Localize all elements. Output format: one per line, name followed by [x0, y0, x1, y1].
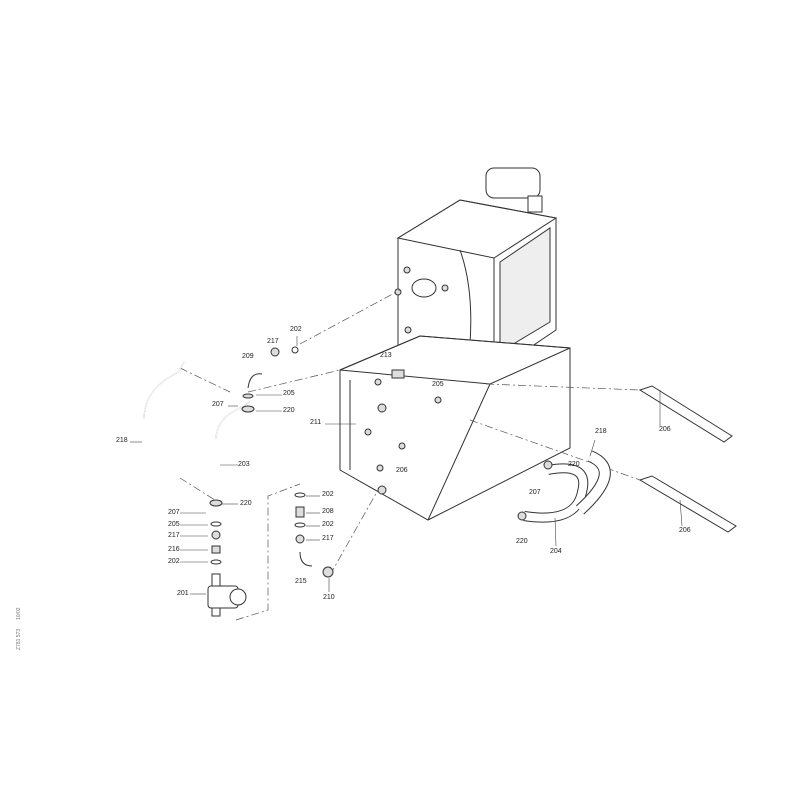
hose-218 [143, 361, 185, 475]
part-label-202: 202 [290, 326, 302, 333]
pump-201 [207, 573, 247, 617]
part-label-206: 206 [659, 426, 671, 433]
part-label-211: 211 [310, 419, 322, 426]
part-label-218: 218 [595, 428, 607, 435]
part-label-205: 205 [283, 390, 295, 397]
part-label-202: 202 [168, 558, 180, 565]
part-label-220: 220 [240, 500, 252, 507]
part-label-203: 203 [238, 461, 250, 468]
part-label-217: 217 [267, 338, 279, 345]
drawing-date: 10/02 [16, 607, 22, 620]
leader-lines [130, 336, 683, 595]
motor-unit [485, 167, 543, 213]
part-label-202: 202 [322, 521, 334, 528]
mounting-rails [638, 385, 737, 533]
part-label-220: 220 [516, 538, 528, 545]
part-label-217: 217 [322, 535, 334, 542]
part-label-208: 208 [322, 508, 334, 515]
part-label-215: 215 [295, 578, 307, 585]
part-label-206: 206 [396, 467, 408, 474]
part-label-207: 207 [529, 489, 541, 496]
part-label-217: 217 [168, 532, 180, 539]
part-label-206: 206 [679, 527, 691, 534]
part-label-209: 209 [242, 353, 254, 360]
pipe-203 [215, 401, 251, 505]
part-label-204: 204 [550, 548, 562, 555]
part-label-220: 220 [568, 461, 580, 468]
part-label-210: 210 [323, 594, 335, 601]
part-label-207: 207 [168, 509, 180, 516]
lower-tank [339, 335, 571, 521]
part-label-220: 220 [283, 407, 295, 414]
part-label-202: 202 [322, 491, 334, 498]
part-label-207: 207 [212, 401, 224, 408]
part-label-213: 213 [380, 352, 392, 359]
fittings [209, 346, 553, 578]
part-label-205: 205 [168, 521, 180, 528]
part-label-205: 205 [432, 381, 444, 388]
drawing-code: Z781 573 [16, 628, 22, 650]
part-label-216: 216 [168, 546, 180, 553]
part-label-201: 201 [177, 590, 189, 597]
part-label-218: 218 [116, 437, 128, 444]
